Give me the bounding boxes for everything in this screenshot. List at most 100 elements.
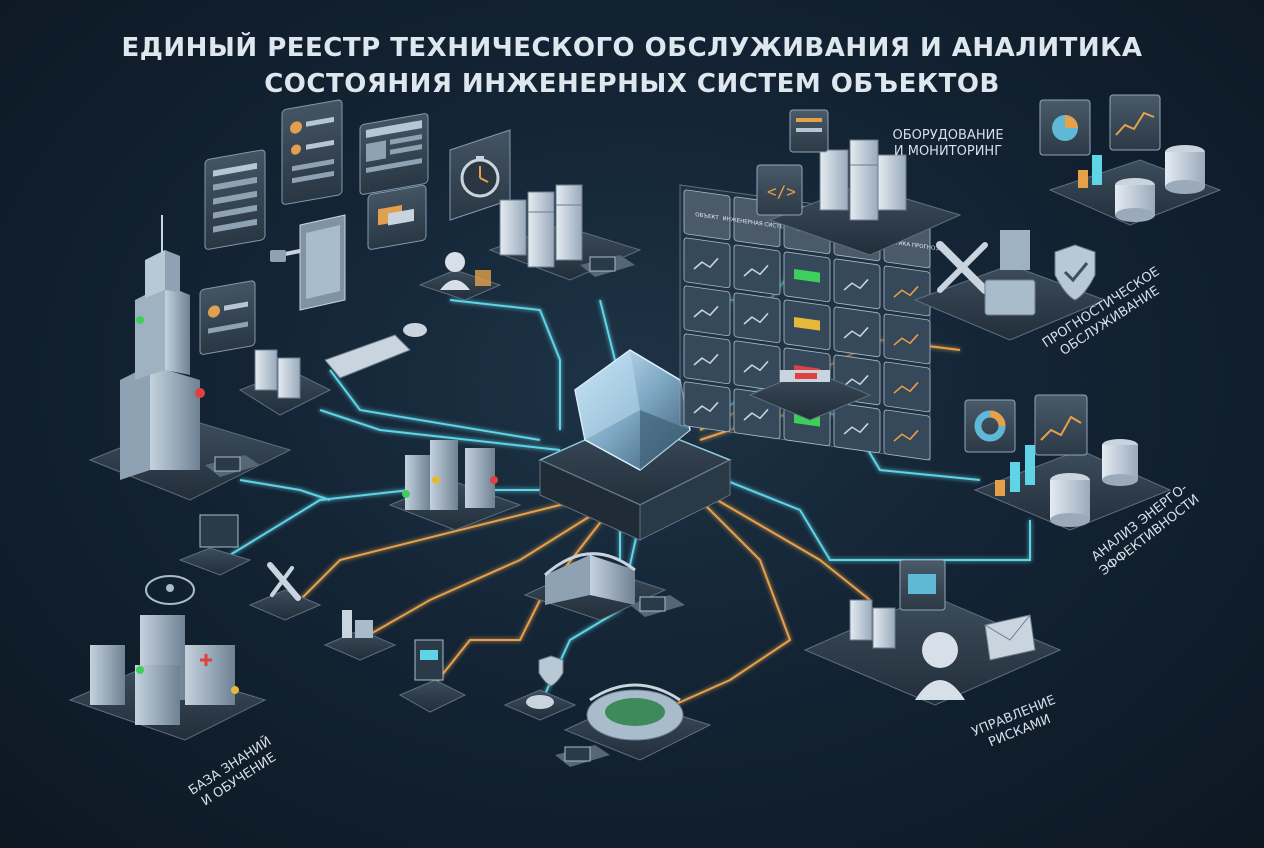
code-icon: </> xyxy=(767,182,796,201)
profile-panel xyxy=(281,99,343,205)
grid-cell-glyph xyxy=(843,374,869,387)
grid-cell xyxy=(683,333,731,385)
toolbox xyxy=(984,279,1036,316)
title-line-2: СОСТОЯНИЯ ИНЖЕНЕРНЫХ СИСТЕМ ОБЪЕКТОВ xyxy=(264,69,1000,99)
grid-cell xyxy=(833,402,881,454)
grid-cell xyxy=(883,409,931,461)
line-tower xyxy=(239,479,331,501)
grid-cell xyxy=(883,265,931,317)
grid-cell xyxy=(683,285,731,337)
wrench-icon xyxy=(936,241,989,294)
control-device xyxy=(630,595,685,617)
tower-status-red xyxy=(195,388,205,398)
shield-icon xyxy=(1054,244,1096,301)
small-server-node xyxy=(238,323,427,416)
wrench-node xyxy=(248,562,322,621)
label-equipment-line2: И МОНИТОРИНГ xyxy=(893,144,1003,159)
stadium-node xyxy=(555,683,712,767)
tower-building-node xyxy=(88,215,292,501)
keyboard xyxy=(324,323,427,379)
grid-status-indicator xyxy=(794,317,820,331)
label-equipment: ОБОРУДОВАНИЕ И МОНИТОРИНГ xyxy=(868,128,1028,160)
grid-cell xyxy=(883,313,931,365)
shield-node xyxy=(503,655,577,721)
grid-cell xyxy=(733,244,781,296)
donut-panel xyxy=(964,399,1016,453)
grid-cell xyxy=(733,340,781,392)
energy-node xyxy=(964,394,1172,531)
grid-cell-glyph xyxy=(893,429,919,442)
crystal-hub-icon xyxy=(574,349,691,471)
line-wrench-hub xyxy=(289,499,581,611)
grid-cell-glyph xyxy=(743,360,769,373)
user-card-panel xyxy=(199,280,256,355)
line-keyboard-hub xyxy=(329,369,541,441)
warehouse-icon xyxy=(544,552,636,605)
line-chart-panel xyxy=(1034,394,1088,456)
grid-cell-glyph xyxy=(843,278,869,291)
grid-cell-glyph xyxy=(843,422,869,435)
floating-panels-left xyxy=(199,99,511,355)
operator-node xyxy=(418,252,502,301)
grid-header-label: ОБЪЕКТ xyxy=(695,212,719,221)
stopwatch-panel xyxy=(449,129,511,221)
equipment-node: </> xyxy=(756,109,962,256)
envelope-icon xyxy=(984,614,1036,661)
code-panel-2 xyxy=(789,109,829,153)
grid-cell-glyph xyxy=(743,264,769,277)
line-operator-hub xyxy=(449,299,561,430)
grid-cell xyxy=(683,381,731,433)
grid-status-indicator xyxy=(794,269,820,283)
residential-node xyxy=(388,440,522,531)
chart-panel xyxy=(1109,94,1161,151)
grid-cell-glyph xyxy=(693,401,719,414)
valve-node xyxy=(323,610,397,661)
grid-cell-glyph xyxy=(743,312,769,325)
stadium-icon xyxy=(586,683,684,741)
grid-cell-glyph xyxy=(893,333,919,346)
line-valve-hub xyxy=(359,509,601,641)
pie-panel xyxy=(1039,99,1091,156)
analytics-db-node xyxy=(1039,94,1222,226)
grid-cell xyxy=(733,292,781,344)
risk-node xyxy=(803,559,1062,706)
city-cluster-node xyxy=(68,615,267,741)
grid-cell-glyph xyxy=(893,381,919,394)
grid-server-node xyxy=(748,369,872,421)
tablet-device xyxy=(270,214,346,311)
grid-cell-glyph xyxy=(743,408,769,421)
control-device xyxy=(580,255,635,277)
warehouse-node xyxy=(523,552,685,621)
cloud-node xyxy=(145,575,195,605)
grid-cell-glyph xyxy=(693,305,719,318)
grid-cell xyxy=(683,237,731,289)
tower-status-green xyxy=(136,316,144,324)
grid-cell xyxy=(833,306,881,358)
label-equipment-line1: ОБОРУДОВАНИЕ xyxy=(892,128,1004,143)
picture-panel xyxy=(899,559,946,611)
line-stadium-hub xyxy=(639,499,792,721)
title-line-1: ЕДИНЫЙ РЕЕСТР ТЕХНИЧЕСКОГО ОБСЛУЖИВАНИЯ … xyxy=(121,33,1143,63)
operator-headset-icon xyxy=(915,632,965,700)
grid-cell-glyph xyxy=(693,257,719,270)
line-risk-hub xyxy=(699,489,871,601)
server-rack-icon xyxy=(819,139,907,221)
grid-cell-glyph xyxy=(693,353,719,366)
chat-panel xyxy=(367,184,427,250)
line-smallserver-hub xyxy=(319,409,561,451)
browser-panel xyxy=(359,113,429,195)
grid-cell xyxy=(833,258,881,310)
central-hub xyxy=(538,349,732,541)
server-rack-icon xyxy=(499,184,583,268)
database-icon xyxy=(1115,145,1205,222)
shield-icon xyxy=(538,655,564,687)
wrench-icon xyxy=(267,562,301,601)
grid-header-cell xyxy=(683,189,731,241)
control-device xyxy=(555,745,610,767)
predictive-node xyxy=(913,230,1107,341)
database-icon xyxy=(1050,439,1138,527)
meter-node xyxy=(398,639,467,713)
table-panel xyxy=(204,149,266,250)
grid-cell xyxy=(883,361,931,413)
